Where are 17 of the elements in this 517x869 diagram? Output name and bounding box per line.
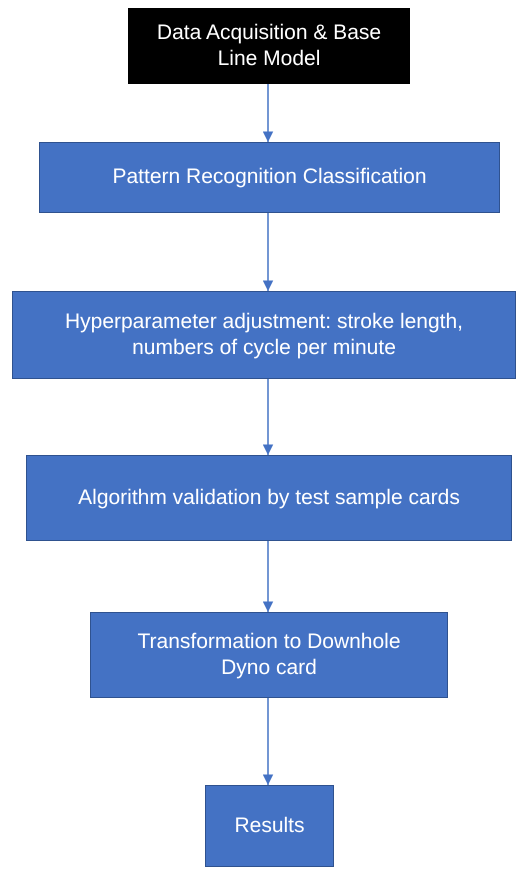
process-box xyxy=(12,291,516,379)
step-label: Pattern Recognition Classification xyxy=(112,164,428,190)
arrow xyxy=(262,84,274,142)
arrow xyxy=(262,698,274,785)
arrow xyxy=(262,379,274,455)
process-box xyxy=(26,455,512,541)
start-box xyxy=(128,8,410,84)
process-box xyxy=(39,142,500,213)
step-label: Algorithm validation by test sample cards xyxy=(77,484,461,511)
process-box xyxy=(205,785,334,867)
step-label: Data Acquisition & Base Line Model xyxy=(156,20,382,72)
step-label: Transformation to Downhole Dyno card xyxy=(136,628,402,681)
arrow xyxy=(262,213,274,291)
step-label: Hyperparameter adjustment: stroke length, numbers of cycle per minute xyxy=(64,308,464,361)
step-label: Results xyxy=(233,812,306,839)
process-box xyxy=(90,612,448,698)
arrow xyxy=(262,541,274,612)
